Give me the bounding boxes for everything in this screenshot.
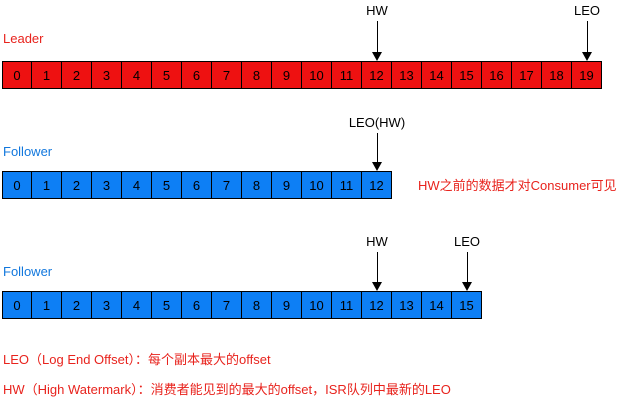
offset-cell: 1 [32,61,62,89]
arrow-head [372,52,382,61]
visibility-note: HW之前的数据才对Consumer可见 [418,178,617,193]
offset-cell: 6 [182,61,212,89]
offset-cell: 11 [332,171,362,199]
offset-cell: 0 [2,291,32,319]
offset-cell: 3 [92,291,122,319]
arrow-head [462,282,472,291]
offset-cell: 5 [152,61,182,89]
offset-cell: 13 [392,291,422,319]
offset-cell: 10 [302,171,332,199]
offset-cell: 17 [512,61,542,89]
offset-cell: 11 [332,291,362,319]
offset-cell: 12 [362,291,392,319]
marker-label: LEO [573,3,600,18]
marker-label: LEO [453,234,480,249]
offset-cell: 14 [422,61,452,89]
offset-cell: 10 [302,291,332,319]
offset-cell: 7 [212,291,242,319]
offset-cell: 15 [452,291,482,319]
offset-cell: 4 [122,291,152,319]
offset-cell: 4 [122,171,152,199]
follower-1-label: Follower [3,144,53,159]
offset-cell: 12 [362,61,392,89]
follower-2-label: Follower [3,264,53,279]
offset-cell: 7 [212,171,242,199]
offset-cell: 8 [242,291,272,319]
offset-cell: 8 [242,61,272,89]
marker-label: LEO(HW) [348,115,406,130]
offset-cell: 3 [92,171,122,199]
arrow-shaft [376,21,378,53]
offset-cell: 6 [182,291,212,319]
offset-cell: 2 [62,291,92,319]
offset-cell: 9 [272,171,302,199]
offset-cell: 14 [422,291,452,319]
offset-cell: 9 [272,291,302,319]
offset-cell: 5 [152,171,182,199]
arrow-shaft [586,21,588,53]
offset-cell: 11 [332,61,362,89]
offset-cell: 16 [482,61,512,89]
arrow-head [372,162,382,171]
offset-cell: 1 [32,171,62,199]
offset-cell: 0 [2,61,32,89]
leo-definition: LEO（Log End Offset）：每个副本最大的offset [3,352,271,367]
marker-arrow [372,252,382,291]
offset-cell: 5 [152,291,182,319]
marker-label: HW [366,234,388,249]
arrow-head [582,52,592,61]
arrow-shaft [376,133,378,163]
marker-arrow [582,21,592,61]
offset-cell: 4 [122,61,152,89]
offset-cell: 10 [302,61,332,89]
offset-cell: 2 [62,171,92,199]
arrow-shaft [466,252,468,283]
marker-arrow [372,21,382,61]
offset-cell: 9 [272,61,302,89]
arrow-shaft [376,252,378,283]
offset-cell: 1 [32,291,62,319]
offset-cell: 3 [92,61,122,89]
offset-cell: 12 [362,171,392,199]
offset-cell: 15 [452,61,482,89]
offset-cell: 6 [182,171,212,199]
offset-cell: 13 [392,61,422,89]
arrow-head [372,282,382,291]
offset-cell: 19 [572,61,602,89]
offset-cell: 18 [542,61,572,89]
offset-cell: 7 [212,61,242,89]
offset-cell: 8 [242,171,272,199]
hw-definition: HW（High Watermark）：消费者能见到的最大的offset，ISR队… [3,382,451,397]
offset-cell: 2 [62,61,92,89]
leader-label: Leader [3,31,44,46]
offset-cell: 0 [2,171,32,199]
marker-arrow [462,252,472,291]
marker-label: HW [366,3,388,18]
marker-arrow [372,133,382,171]
